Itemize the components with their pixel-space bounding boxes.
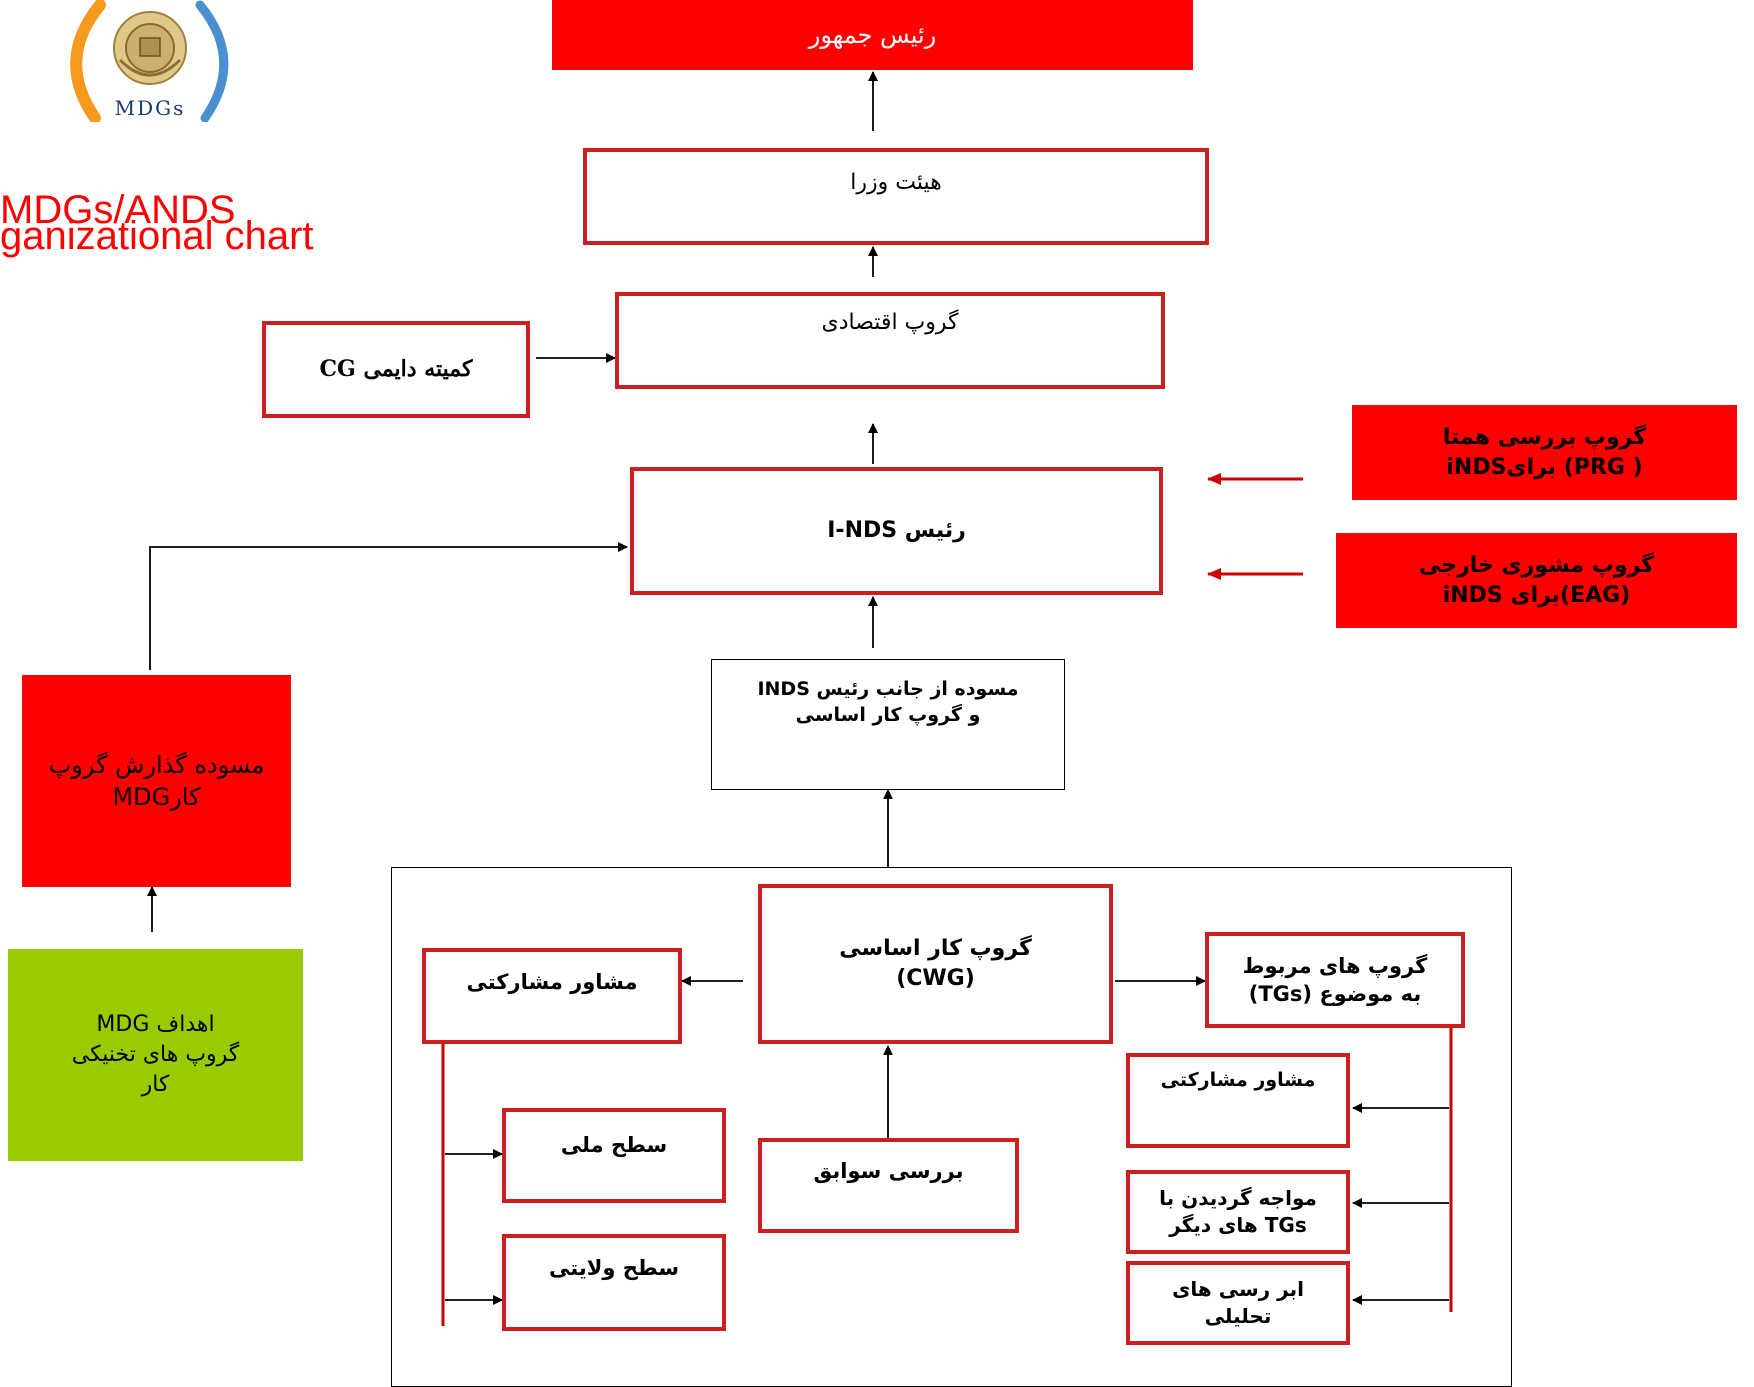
cwg-box: گروپ کار اساسی (CWG): [758, 884, 1113, 1044]
participatory-advisor-box: مشاور مشارکتی: [422, 948, 682, 1044]
meet-tgs-box: مواجه گردیدن با TGs های دیگر: [1126, 1170, 1350, 1254]
tgs-box: گروپ های مربوط به موضوع (TGs): [1205, 932, 1465, 1028]
standing-committee-box: کمیته دایمی CG: [262, 321, 530, 418]
mdg-report-box: مسوده گذارش گروپ کارMDG: [22, 675, 291, 887]
logo-text: MDGs: [114, 96, 186, 120]
provincial-level-box: سطح ولایتی: [502, 1234, 726, 1331]
chart-title-line2: ganizational chart: [0, 214, 314, 258]
participatory-advisor-2-box: مشاور مشارکتی: [1126, 1053, 1350, 1148]
review-background-box: بررسی سوابق: [758, 1138, 1019, 1233]
prg-box: گروپ بررسی همتا ( PRG) برایiNDS: [1352, 405, 1737, 500]
eag-box: گروپ مشوری خارجی (EAG)برای iNDS: [1336, 533, 1737, 628]
arrow-mdg-report-to-inds: [149, 542, 628, 670]
emblem-icon: [70, 0, 229, 124]
mdg-goals-box: اهداف MDG گروپ های تخنیکی کار: [8, 949, 303, 1161]
analysis-box: ابر رسی های تحلیلی: [1126, 1261, 1350, 1345]
president-box: رئیس جمهور: [552, 0, 1193, 70]
chart-title-line1: MDGs/ANDS: [0, 188, 236, 232]
logo: MDGs: [60, 0, 240, 124]
economic-group-box: گروپ اقتصادی: [615, 292, 1165, 389]
national-level-box: سطح ملی: [502, 1108, 726, 1203]
cabinet-box: هیئت وزرا: [583, 148, 1209, 245]
draft-inds-box: مسوده از جانب رئیس INDS و گروپ کار اساسی: [711, 659, 1065, 790]
inds-head-box: رئیس I-NDS: [630, 467, 1163, 595]
